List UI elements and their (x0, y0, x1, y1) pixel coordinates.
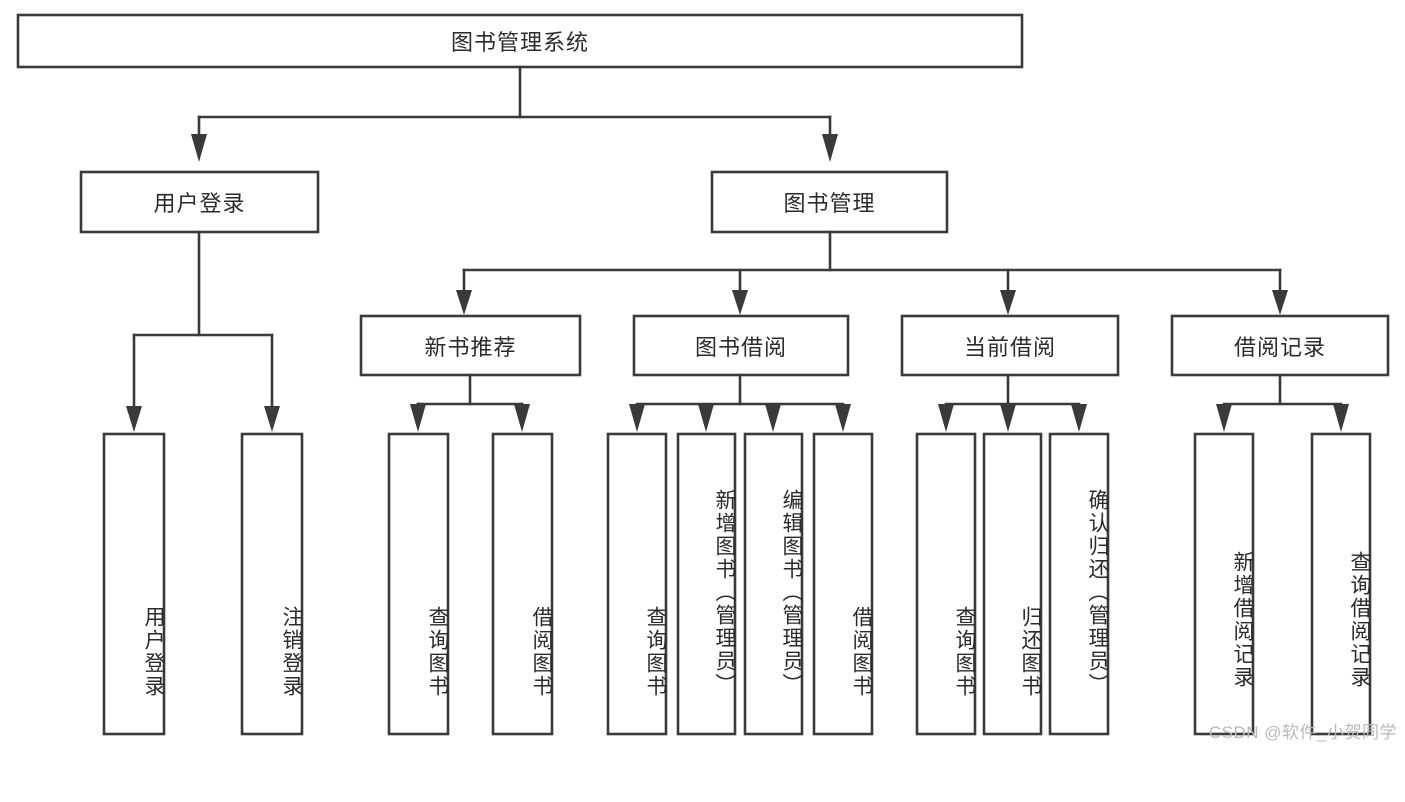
diagram-canvas (16, 13, 1390, 736)
arrow-br-leaf-1 (1216, 404, 1232, 432)
leaf-box-nb-query[interactable] (387, 432, 450, 736)
node-borrow-record-box[interactable] (1170, 314, 1390, 377)
leaf-box-user-login[interactable] (102, 432, 166, 736)
arrow-to-leaf-user-login (126, 406, 142, 432)
node-new-book-box[interactable] (359, 314, 582, 377)
arrow-cb-leaf-2 (1000, 404, 1016, 432)
leaf-box-br-query[interactable] (1310, 432, 1372, 736)
arrow-cb-leaf-1 (938, 404, 954, 432)
arrow-nb-leaf-2 (514, 404, 530, 432)
arrow-bb-leaf-2 (698, 404, 714, 432)
arrow-to-new-book (456, 290, 472, 315)
leaf-box-cb-confirm[interactable] (1048, 432, 1110, 736)
node-user-login-box[interactable] (79, 170, 320, 234)
leaf-box-br-add[interactable] (1193, 432, 1255, 736)
arrow-bb-leaf-1 (629, 404, 645, 432)
arrow-cb-leaf-3 (1071, 404, 1087, 432)
csdn-watermark: CSDN @软件_小贺同学 (1208, 723, 1397, 742)
leaf-box-nb-borrow[interactable] (491, 432, 554, 736)
leaf-box-bb-borrow[interactable] (812, 432, 874, 736)
arrow-nb-leaf-1 (410, 404, 426, 432)
arrow-to-book-borrow (732, 290, 748, 315)
arrow-to-borrow-record (1272, 290, 1288, 315)
leaf-box-logout[interactable] (240, 432, 304, 736)
leaf-box-cb-query[interactable] (915, 432, 977, 736)
functional-structure-diagram: 图书管理系统 用户登录 图书管理 新书推荐 图书借阅 当前借阅 借阅记录 用户登… (16, 13, 1397, 742)
node-book-manage-box[interactable] (710, 170, 949, 234)
arrow-to-leaf-logout (264, 406, 280, 432)
node-current-borrow-box[interactable] (900, 314, 1120, 377)
arrow-bb-leaf-3 (765, 404, 781, 432)
node-book-borrow-box[interactable] (632, 314, 850, 377)
node-root-box[interactable] (16, 13, 1024, 69)
arrow-to-book-manage (822, 134, 838, 162)
arrow-to-current-borrow (1000, 290, 1016, 315)
arrow-br-leaf-2 (1333, 404, 1349, 432)
leaf-box-bb-edit[interactable] (743, 432, 804, 736)
leaf-box-bb-query[interactable] (606, 432, 668, 736)
leaf-box-cb-return[interactable] (982, 432, 1043, 736)
arrow-to-user-login (191, 134, 207, 162)
leaf-box-bb-add[interactable] (676, 432, 737, 736)
arrow-bb-leaf-4 (835, 404, 851, 432)
